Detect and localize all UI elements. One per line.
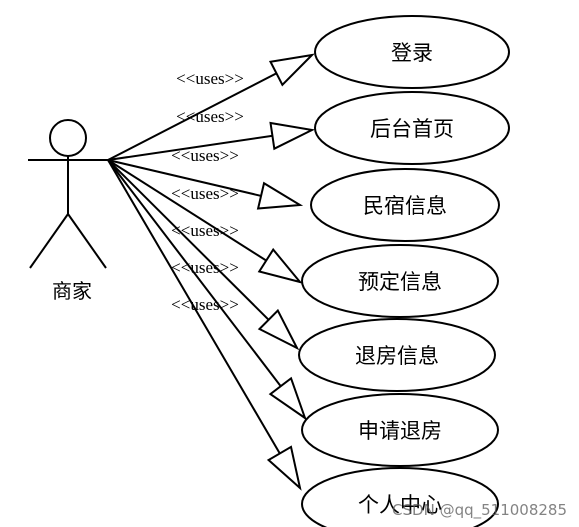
use-case-label: 预定信息 <box>358 270 442 294</box>
arrowhead <box>266 445 302 491</box>
use-case-label: 退房信息 <box>355 344 439 368</box>
uses-stereotype-label: <<uses>> <box>171 295 239 314</box>
association-line <box>107 159 306 419</box>
arrowhead <box>257 247 303 284</box>
actor-right-leg <box>67 213 107 269</box>
arrowhead <box>269 121 316 151</box>
watermark: CSDN @qq_511008285 <box>392 501 567 519</box>
arrowhead <box>268 53 315 87</box>
use-case-ellipse <box>301 393 499 467</box>
arrowhead <box>256 181 304 210</box>
use-case-label: 登录 <box>391 41 433 65</box>
use-case-label: 民宿信息 <box>363 194 447 218</box>
uses-stereotype-label: <<uses>> <box>171 146 239 165</box>
actor-head <box>49 119 87 157</box>
uses-stereotype-label: <<uses>> <box>176 69 244 88</box>
use-case-ellipse <box>301 244 499 318</box>
actor-left-leg <box>29 213 69 269</box>
use-case-label: 后台首页 <box>370 117 454 141</box>
use-case-ellipse <box>314 91 510 165</box>
use-case-ellipse <box>314 15 510 89</box>
association-line <box>107 159 301 489</box>
uses-stereotype-label: <<uses>> <box>171 258 239 277</box>
arrowhead <box>257 308 300 351</box>
use-case-ellipse <box>298 318 496 392</box>
actor-figure <box>28 119 108 269</box>
associations: <<uses>> <<uses>> <<uses>> <<uses>> <<uses>>… <box>107 53 316 491</box>
association-line <box>107 159 298 349</box>
actor-label: 商家 <box>52 279 92 303</box>
uses-stereotype-label: <<uses>> <box>171 184 239 203</box>
uses-stereotype-label: <<uses>> <box>176 107 244 126</box>
uses-stereotype-label: <<uses>> <box>171 221 239 240</box>
use-case-label: 申请退房 <box>358 419 442 443</box>
use-case-ellipse <box>301 467 499 527</box>
arrowhead <box>268 376 307 421</box>
use-case-label: 个人中心 <box>358 493 442 517</box>
use-case-ellipse <box>310 168 500 242</box>
